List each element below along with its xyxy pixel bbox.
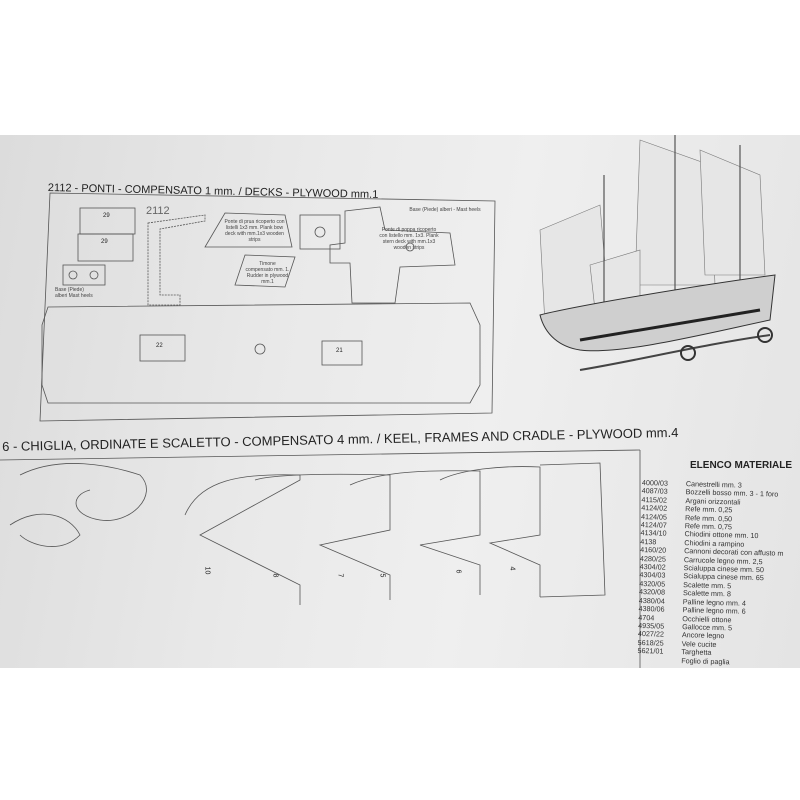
cradle — [579, 334, 771, 371]
hull — [539, 274, 776, 352]
deck-part-29b — [77, 233, 134, 262]
mast-heels-note-left: Base (Piede) alberi Mast heels — [55, 287, 93, 299]
cradle-scroll — [19, 463, 147, 521]
part-label: 29 — [103, 213, 110, 219]
frame-number: 10 — [203, 566, 211, 575]
part-label: 21 — [336, 348, 343, 354]
frame-number: 5 — [378, 573, 386, 578]
materials-title: ELENCO MATERIALE — [690, 460, 793, 471]
rudder-note: Timone compensato mm. 1. Rudder in plywo… — [245, 261, 290, 285]
frame-number: 4 — [508, 566, 516, 571]
ship-model-photo — [539, 135, 776, 371]
stern-deck-part — [329, 206, 456, 304]
sail — [699, 149, 766, 276]
frame-number: 6 — [454, 569, 462, 574]
plan-sheet-photo: 2112 - PONTI - COMPENSATO 1 mm. / DECKS … — [0, 135, 800, 668]
main-deck-part — [41, 302, 481, 404]
bow-deck-part — [204, 212, 293, 248]
material-desc: Foglio di paglia — [681, 655, 730, 666]
decks-frame — [39, 192, 496, 422]
bow-deck-note: Ponte di prua ricoperto con listelli 1x3… — [224, 219, 285, 243]
frame-number: 8 — [271, 573, 279, 578]
part-label: 22 — [156, 343, 163, 349]
part-label: 29 — [101, 239, 108, 245]
material-code — [637, 655, 675, 664]
frame-number: 7 — [336, 573, 344, 578]
mast-heels-note: Base (Piede) alberi - Mast heels — [409, 207, 481, 213]
line-drawings — [0, 192, 641, 668]
mast-heels-part — [62, 264, 106, 286]
rudder-part — [234, 254, 296, 288]
sheet-number: 2112 — [146, 205, 170, 217]
stern-deck-note: Ponte di poppa ricoperto con listello mm… — [379, 227, 439, 251]
